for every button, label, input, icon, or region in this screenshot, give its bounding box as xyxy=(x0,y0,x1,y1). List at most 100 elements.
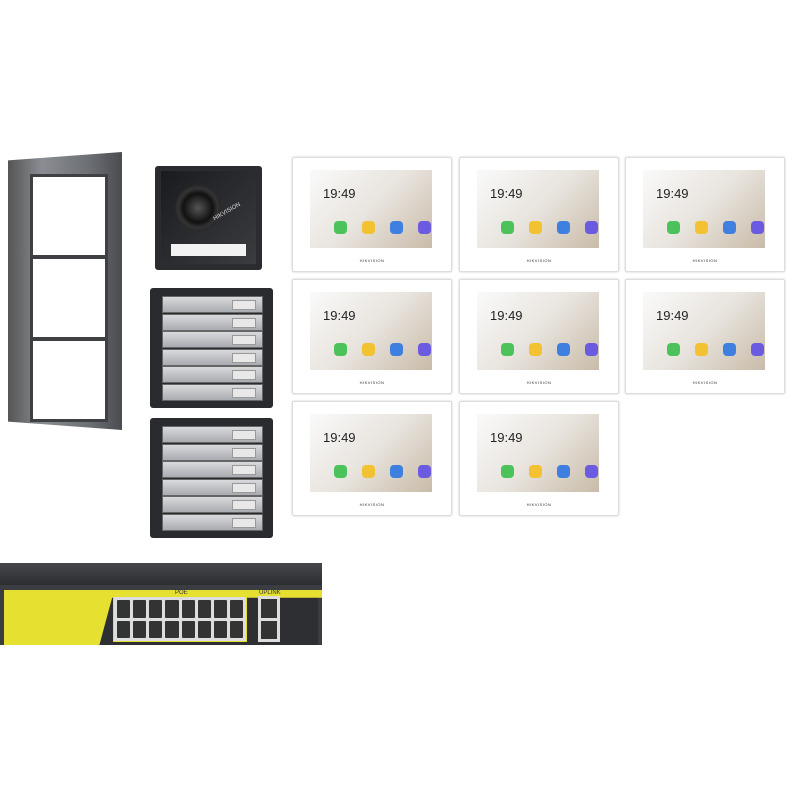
indoor-monitor: 19:49 HIKVISION xyxy=(625,279,785,394)
monitor-logo: HIKVISION xyxy=(526,258,552,263)
camera-lens xyxy=(175,185,221,231)
app-icon xyxy=(751,221,764,234)
app-icon xyxy=(334,343,347,356)
indoor-monitor: 19:49 HIKVISION xyxy=(459,157,619,272)
ethernet-port xyxy=(213,620,227,638)
uplink-label: UPLINK xyxy=(259,590,281,596)
monitor-logo: HIKVISION xyxy=(359,502,385,507)
ethernet-port xyxy=(133,620,147,638)
ethernet-port xyxy=(165,620,179,638)
clock-text: 19:49 xyxy=(323,186,356,201)
app-icon xyxy=(362,221,375,234)
monitor-screen: 19:49 xyxy=(643,170,765,248)
clock-text: 19:49 xyxy=(490,430,523,445)
monitor-screen: 19:49 xyxy=(477,292,599,370)
indoor-monitor: 19:49 HIKVISION xyxy=(292,279,452,394)
clock-text: 19:49 xyxy=(656,308,689,323)
app-icon xyxy=(334,465,347,478)
ethernet-port xyxy=(117,620,131,638)
app-icon xyxy=(501,221,514,234)
call-button xyxy=(162,348,263,366)
app-icon xyxy=(585,465,598,478)
app-icon xyxy=(501,343,514,356)
monitor-screen: 19:49 xyxy=(477,414,599,492)
ethernet-port xyxy=(197,600,211,618)
app-icon xyxy=(418,465,431,478)
monitor-logo: HIKVISION xyxy=(359,258,385,263)
ethernet-port xyxy=(197,620,211,638)
clock-text: 19:49 xyxy=(656,186,689,201)
monitor-screen: 19:49 xyxy=(477,170,599,248)
ethernet-port xyxy=(149,600,163,618)
app-icon xyxy=(529,465,542,478)
call-button xyxy=(162,331,263,348)
mounting-frame xyxy=(8,152,122,430)
button-module xyxy=(150,418,273,538)
call-button xyxy=(162,513,263,531)
app-icon xyxy=(418,343,431,356)
ethernet-port xyxy=(229,600,243,618)
app-icon xyxy=(334,221,347,234)
app-icon xyxy=(751,343,764,356)
call-button xyxy=(162,313,263,331)
app-icon xyxy=(557,465,570,478)
monitor-screen: 19:49 xyxy=(643,292,765,370)
call-button xyxy=(162,366,263,383)
app-icon xyxy=(390,343,403,356)
clock-text: 19:49 xyxy=(490,186,523,201)
switch-top xyxy=(0,563,322,585)
app-icon xyxy=(529,221,542,234)
monitor-logo: HIKVISION xyxy=(692,258,718,263)
app-icon xyxy=(695,343,708,356)
app-icon xyxy=(362,465,375,478)
app-icon xyxy=(723,343,736,356)
frame-slot xyxy=(30,174,108,258)
app-icon xyxy=(585,221,598,234)
ethernet-port xyxy=(181,600,195,618)
button-module xyxy=(150,288,273,408)
uplink-ports xyxy=(258,596,280,642)
app-icon xyxy=(362,343,375,356)
indoor-monitor: 19:49 HIKVISION xyxy=(292,401,452,516)
ethernet-port xyxy=(213,600,227,618)
door-station-camera-module: HIKVISION xyxy=(155,166,262,270)
clock-text: 19:49 xyxy=(323,308,356,323)
camera-panel: HIKVISION xyxy=(161,171,256,264)
uplink-port xyxy=(261,620,277,639)
app-icon xyxy=(390,221,403,234)
indoor-monitor: 19:49 HIKVISION xyxy=(459,279,619,394)
call-button xyxy=(162,478,263,496)
call-button xyxy=(162,296,263,313)
ethernet-port xyxy=(149,620,163,638)
ethernet-port xyxy=(229,620,243,638)
monitor-logo: HIKVISION xyxy=(359,380,385,385)
monitor-logo: HIKVISION xyxy=(692,380,718,385)
indoor-monitor: 19:49 HIKVISION xyxy=(292,157,452,272)
uplink-port xyxy=(261,599,277,618)
ethernet-port xyxy=(181,620,195,638)
monitor-logo: HIKVISION xyxy=(526,502,552,507)
app-icon xyxy=(501,465,514,478)
call-button xyxy=(162,443,263,461)
name-plate xyxy=(171,244,246,256)
app-icon xyxy=(667,221,680,234)
frame-slot xyxy=(30,338,108,422)
app-icon xyxy=(695,221,708,234)
poe-ports xyxy=(113,596,247,642)
call-button xyxy=(162,496,263,513)
app-icon xyxy=(390,465,403,478)
poe-switch: POE UPLINK xyxy=(0,563,322,645)
indoor-monitor: 19:49 HIKVISION xyxy=(459,401,619,516)
call-button xyxy=(162,461,263,478)
ethernet-port xyxy=(133,600,147,618)
monitor-screen: 19:49 xyxy=(310,170,432,248)
clock-text: 19:49 xyxy=(323,430,356,445)
poe-label: POE xyxy=(175,590,188,596)
app-icon xyxy=(585,343,598,356)
ethernet-port xyxy=(117,600,131,618)
app-icon xyxy=(723,221,736,234)
monitor-screen: 19:49 xyxy=(310,292,432,370)
indoor-monitor: 19:49 HIKVISION xyxy=(625,157,785,272)
app-icon xyxy=(557,343,570,356)
ethernet-port xyxy=(165,600,179,618)
